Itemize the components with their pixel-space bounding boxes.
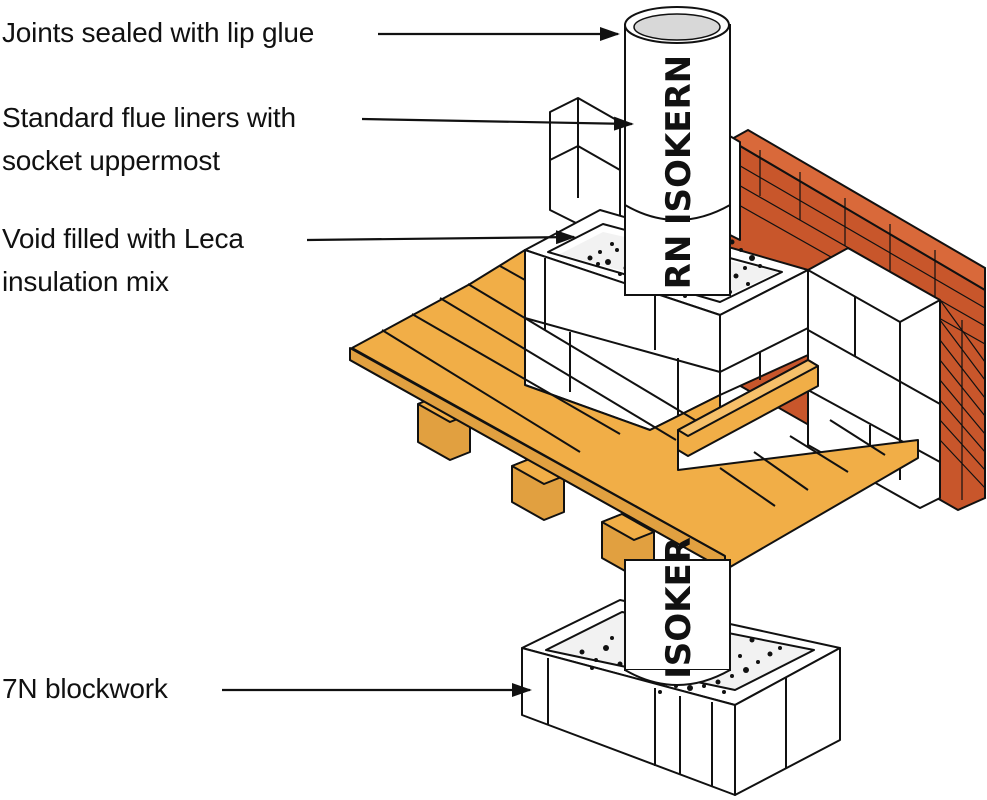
- upper-flue-liner: [624, 6, 731, 296]
- label-flue-liners-line2: socket uppermost: [2, 145, 220, 176]
- label-joints: Joints sealed with lip glue: [2, 17, 315, 48]
- lower-flue-liner: [624, 559, 731, 686]
- label-void-line2: insulation mix: [2, 266, 169, 297]
- upper-pipe-brand-partial: RN: [659, 235, 699, 290]
- label-void-line1: Void filled with Leca: [2, 223, 244, 254]
- lower-pipe-brand: ISOKER: [659, 537, 699, 679]
- label-blockwork: 7N blockwork: [2, 673, 168, 704]
- leader-arrows: [222, 27, 634, 697]
- upper-pipe-brand: ISOKERN: [659, 55, 699, 225]
- arrow-flue-liners: [361, 116, 634, 131]
- arrow-void: [306, 230, 576, 245]
- label-flue-liners-line1: Standard flue liners with: [2, 102, 296, 133]
